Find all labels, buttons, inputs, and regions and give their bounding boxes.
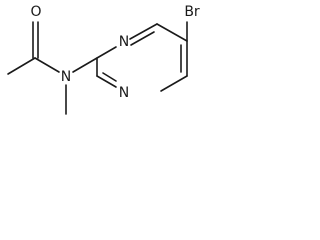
amide-nitrogen-label: N [61, 69, 71, 85]
bond-ring-c6-c5 [156, 23, 188, 42]
chemical-structure: O N N N Br [0, 0, 224, 132]
ring-nitrogen-top-label: N [119, 34, 129, 50]
molecule-drawing: O N N N Br [7, 4, 200, 115]
bonds [7, 21, 188, 115]
atom-labels: O N N N Br [30, 4, 199, 101]
bond-ring-n3-c2-inner [102, 72, 117, 82]
bond-ring-n1-c6 [129, 23, 158, 40]
bond-acetyl-methyl [7, 57, 36, 75]
bond-ring-c2-n1 [96, 46, 117, 59]
ring-nitrogen-bottom-label: N [119, 85, 129, 101]
bond-ring-n3-c2 [96, 75, 117, 88]
bond-ring-n1-c6-inner [130, 31, 155, 46]
bromine-atom-label: Br [184, 4, 200, 20]
bond-ring-c4-n3 [160, 75, 188, 92]
bond-carbonyl-amide-n [34, 57, 60, 73]
bond-amide-n-ring [72, 57, 98, 73]
oxygen-atom-label: O [30, 4, 41, 20]
